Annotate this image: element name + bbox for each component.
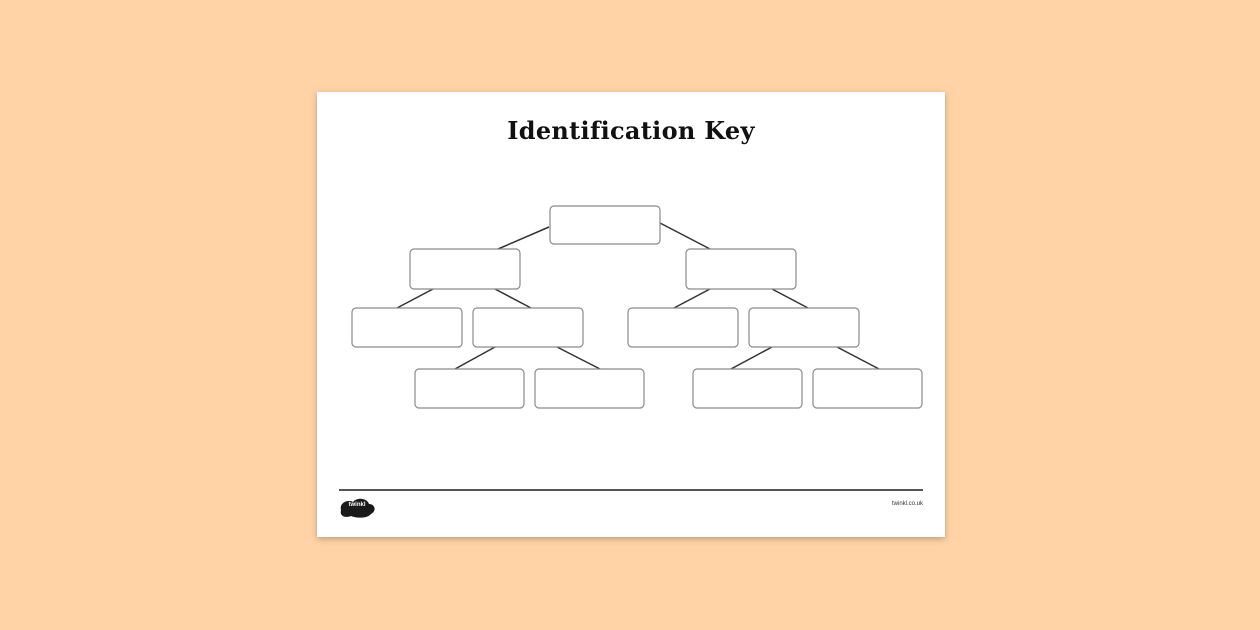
connector-root-left [497, 226, 550, 250]
key-box-root[interactable] [549, 205, 661, 245]
logo-text: twinkl [348, 502, 366, 508]
connector-l1a-l2a [396, 288, 434, 309]
connector-root-right [659, 222, 711, 250]
key-box-level3-4[interactable] [812, 368, 923, 409]
key-box-level3-1[interactable] [414, 368, 525, 409]
page-title: Identification Key [507, 116, 755, 145]
key-box-level1-left[interactable] [409, 248, 521, 290]
key-box-level2-3[interactable] [627, 307, 739, 348]
worksheet-page: Identification Key [317, 92, 945, 537]
site-url: twinkl.co.uk [891, 501, 923, 507]
key-box-level2-2[interactable] [472, 307, 584, 348]
connector-l2d-l3d [836, 346, 880, 370]
key-box-level3-2[interactable] [534, 368, 645, 409]
connector-l2d-l3c [730, 346, 773, 370]
connector-l1b-l2c [673, 288, 711, 309]
connector-l1a-l2b [494, 288, 532, 309]
connector-l1b-l2d [771, 288, 809, 309]
key-box-level3-3[interactable] [692, 368, 803, 409]
twinkl-logo: twinkl [337, 496, 377, 520]
connector-l2b-l3a [454, 346, 496, 370]
footer-divider [339, 489, 923, 491]
identification-key-tree [351, 205, 923, 409]
key-box-level2-1[interactable] [351, 307, 463, 348]
key-box-level1-right[interactable] [685, 248, 797, 290]
connector-l2b-l3b [556, 346, 601, 370]
key-box-level2-4[interactable] [748, 307, 860, 348]
